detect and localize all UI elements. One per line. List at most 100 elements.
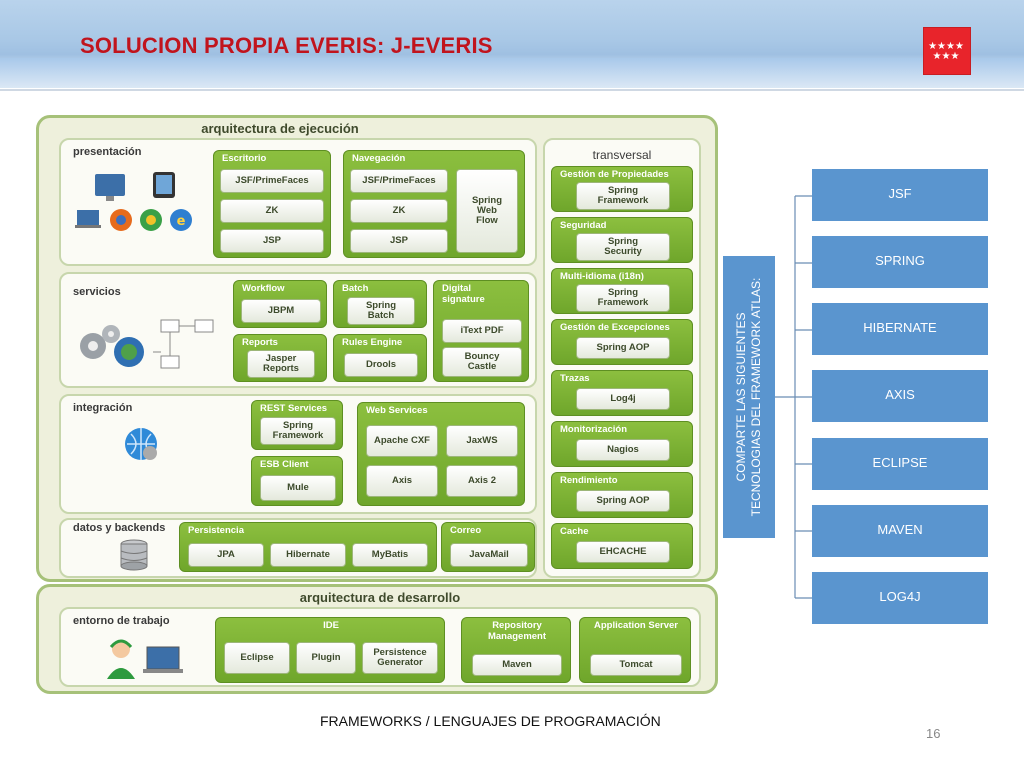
rules-engine-title: Rules Engine (342, 337, 403, 348)
transversal-group-item: Spring Security (576, 233, 670, 261)
framework-atlas-label-line1: COMPARTE LAS SIGUIENTES (734, 312, 748, 482)
servicios-panel: servicios Workflow JBPM Batch Spring Bat… (59, 272, 537, 388)
persistencia-item-hibernate: Hibernate (270, 543, 346, 567)
web-services-title: Web Services (366, 405, 428, 416)
execution-architecture: arquitectura de ejecución presentación e… (36, 115, 718, 582)
app-server-title: Application Server (594, 620, 678, 631)
correo-title: Correo (450, 525, 482, 536)
integracion-title: integración (73, 402, 133, 414)
svg-text:★★★★: ★★★★ (928, 41, 964, 52)
header-divider (0, 89, 1024, 91)
development-architecture-title: arquitectura de desarrollo (299, 590, 461, 605)
entorno-title: entorno de trabajo (73, 615, 170, 627)
tech-axis: AXIS (812, 370, 988, 422)
navegacion-item-jsp: JSP (350, 229, 448, 253)
workflow-item-jbpm: JBPM (241, 299, 321, 323)
rules-engine-group: Rules Engine Drools (333, 334, 427, 382)
datos-title: datos y backends (73, 522, 166, 534)
repository-title: Repository Management (487, 620, 547, 643)
ide-group: IDE Eclipse Plugin Persistence Generator (215, 617, 445, 683)
escritorio-title: Escritorio (222, 153, 267, 164)
rest-item-spring: Spring Framework (260, 417, 336, 445)
escritorio-item-zk: ZK (220, 199, 324, 223)
transversal-group-title: Multi-idioma (i18n) (560, 271, 644, 282)
tech-maven: MAVEN (812, 505, 988, 557)
web-services-group: Web Services Apache CXF JaxWS Axis Axis … (357, 402, 525, 506)
spring-web-flow: Spring Web Flow (456, 169, 518, 253)
app-server-group: Application Server Tomcat (579, 617, 691, 683)
repository-group: Repository Management Maven (461, 617, 571, 683)
ws-item-jaxws: JaxWS (446, 425, 518, 457)
presentacion-panel: presentación e Escritorio JSF/PrimeFaces… (59, 138, 537, 266)
ide-item-eclipse: Eclipse (224, 642, 290, 674)
ide-item-persistence-generator: Persistence Generator (362, 642, 438, 674)
servicios-title: servicios (73, 286, 121, 298)
batch-item-spring-batch: Spring Batch (347, 297, 415, 325)
navegacion-item-zk: ZK (350, 199, 448, 223)
tech-hibernate: HIBERNATE (812, 303, 988, 355)
persistencia-group: Persistencia JPA Hibernate MyBatis (179, 522, 437, 572)
digital-item-bouncy: Bouncy Castle (442, 347, 522, 377)
esb-client-group: ESB Client Mule (251, 456, 343, 506)
ws-item-axis2: Axis 2 (446, 465, 518, 497)
repository-item-maven: Maven (472, 654, 562, 676)
transversal-group-title: Cache (560, 526, 589, 537)
persistencia-item-jpa: JPA (188, 543, 264, 567)
footer-caption: FRAMEWORKS / LENGUAJES DE PROGRAMACIÓN (320, 713, 661, 729)
database-icon (120, 539, 148, 571)
batch-title: Batch (342, 283, 369, 294)
integration-globe-icon (125, 428, 157, 460)
persistencia-item-mybatis: MyBatis (352, 543, 428, 567)
tech-log4j: LOG4J (812, 572, 988, 624)
workflow-group: Workflow JBPM (233, 280, 327, 328)
framework-atlas-label-box: COMPARTE LAS SIGUIENTES TECNOLOGIAS DEL … (723, 256, 775, 538)
rest-services-title: REST Services (260, 403, 328, 414)
datos-panel: datos y backends Persistencia JPA Hibern… (59, 518, 537, 578)
ws-item-cxf: Apache CXF (366, 425, 438, 457)
tech-spring: SPRING (812, 236, 988, 288)
tech-eclipse: ECLIPSE (812, 438, 988, 490)
transversal-group-item: Nagios (576, 439, 670, 461)
transversal-group-item: Spring Framework (576, 182, 670, 210)
rest-services-group: REST Services Spring Framework (251, 400, 343, 450)
page-number: 16 (926, 726, 941, 741)
development-architecture: arquitectura de desarrollo entorno de tr… (36, 584, 718, 694)
batch-group: Batch Spring Batch (333, 280, 427, 328)
esb-client-title: ESB Client (260, 459, 309, 470)
devices-icon: e (75, 172, 192, 231)
integracion-panel: integración REST Services Spring Framewo… (59, 394, 537, 514)
navegacion-item-jsf: JSF/PrimeFaces (350, 169, 448, 193)
framework-atlas-label-line2: TECNOLOGIAS DEL FRAMEWORK ATLAS: (749, 277, 763, 517)
navegacion-group: Navegación JSF/PrimeFaces ZK JSP Spring … (343, 150, 525, 258)
ide-item-plugin: Plugin (296, 642, 356, 674)
transversal-title: transversal (592, 148, 652, 162)
transversal-group-item: EHCACHE (576, 541, 670, 563)
slide-title: SOLUCION PROPIA EVERIS: J-EVERIS (80, 33, 493, 58)
esb-item-mule: Mule (260, 475, 336, 501)
svg-text:e: e (177, 214, 186, 229)
digital-signature-group: Digital signature iText PDF Bouncy Castl… (433, 280, 529, 382)
app-server-item-tomcat: Tomcat (590, 654, 682, 676)
transversal-group-title: Gestión de Excepciones (560, 322, 670, 333)
escritorio-item-jsf: JSF/PrimeFaces (220, 169, 324, 193)
reports-group: Reports Jasper Reports (233, 334, 327, 382)
ws-item-axis: Axis (366, 465, 438, 497)
tech-jsf: JSF (812, 169, 988, 221)
tree-connectors (775, 195, 812, 599)
correo-group: Correo JavaMail (441, 522, 535, 572)
ide-title: IDE (323, 620, 339, 631)
transversal-group-item: Spring Framework (576, 284, 670, 312)
reports-item-jasper: Jasper Reports (247, 350, 315, 378)
correo-item-javamail: JavaMail (450, 543, 528, 567)
rules-item-drools: Drools (344, 353, 418, 377)
execution-architecture-title: arquitectura de ejecución (201, 121, 359, 136)
header-band (0, 58, 1024, 88)
transversal-group-item: Spring AOP (576, 490, 670, 512)
transversal-group-item: Spring AOP (576, 337, 670, 359)
